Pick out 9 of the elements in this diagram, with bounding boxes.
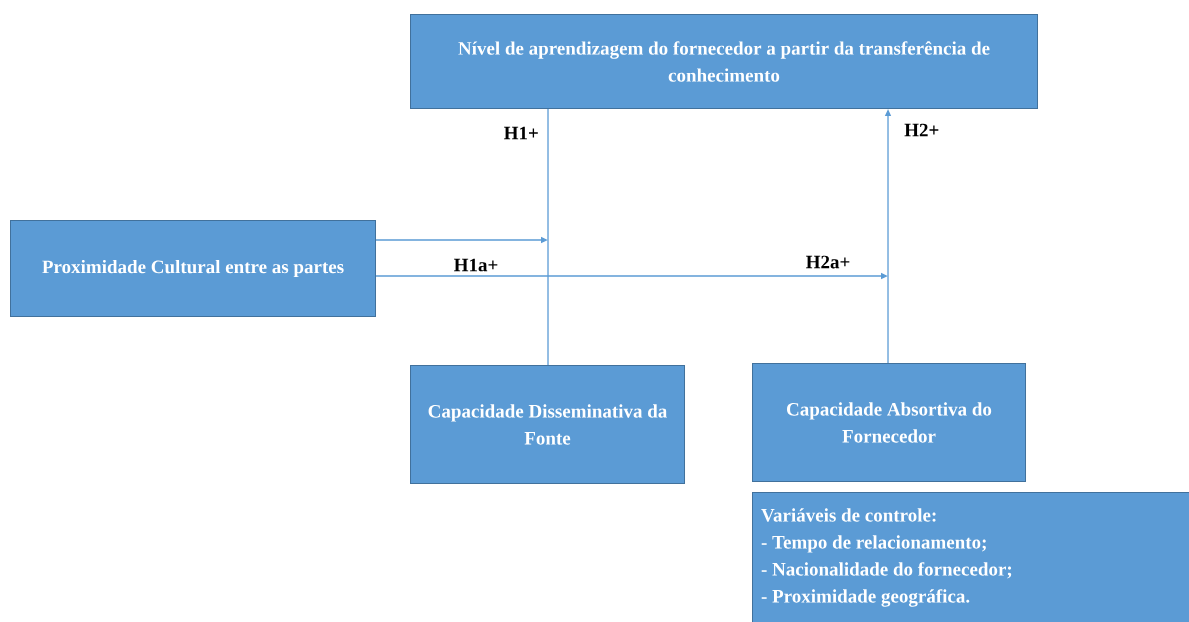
edge-label: H1a+ <box>452 257 500 273</box>
concept-box: Capacidade Disseminativa da Fonte <box>410 365 685 484</box>
edge-label: H2a+ <box>804 254 852 270</box>
concept-box: Variáveis de controle: - Tempo de relacionamento; - Nacionalidade do fornecedor; - Proximidade geográfica. <box>752 492 1189 622</box>
concept-box: Capacidade Absortiva do Fornecedor <box>752 363 1026 482</box>
edge-label: H1+ <box>502 125 540 141</box>
concept-box: Nível de aprendizagem do fornecedor a partir da transferência de conhecimento <box>410 14 1038 109</box>
edge-label: H2+ <box>903 122 941 138</box>
concept-box: Proximidade Cultural entre as partes <box>10 220 376 317</box>
